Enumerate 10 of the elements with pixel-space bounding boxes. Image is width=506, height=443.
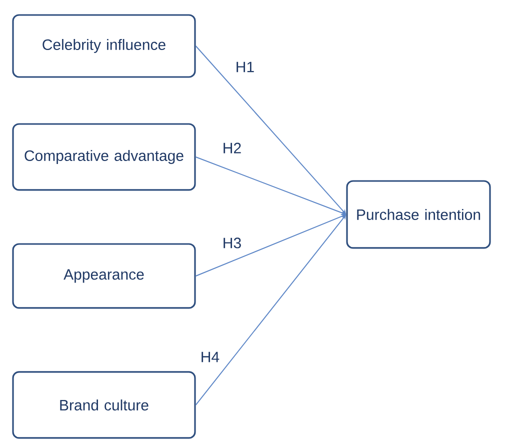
- process-box: Appearance: [12, 243, 196, 309]
- process-box: Celebrity influence: [12, 14, 196, 78]
- process-box: Brand culture: [12, 371, 196, 439]
- edge-label: H2: [221, 142, 243, 154]
- arrow: [195, 214, 346, 406]
- process-box: Comparative advantage: [12, 123, 196, 191]
- edge-label: H3: [221, 236, 243, 250]
- process-box: Purchase intention: [346, 180, 491, 249]
- edge-label: H1: [234, 60, 256, 74]
- edge-label: H4: [199, 350, 221, 364]
